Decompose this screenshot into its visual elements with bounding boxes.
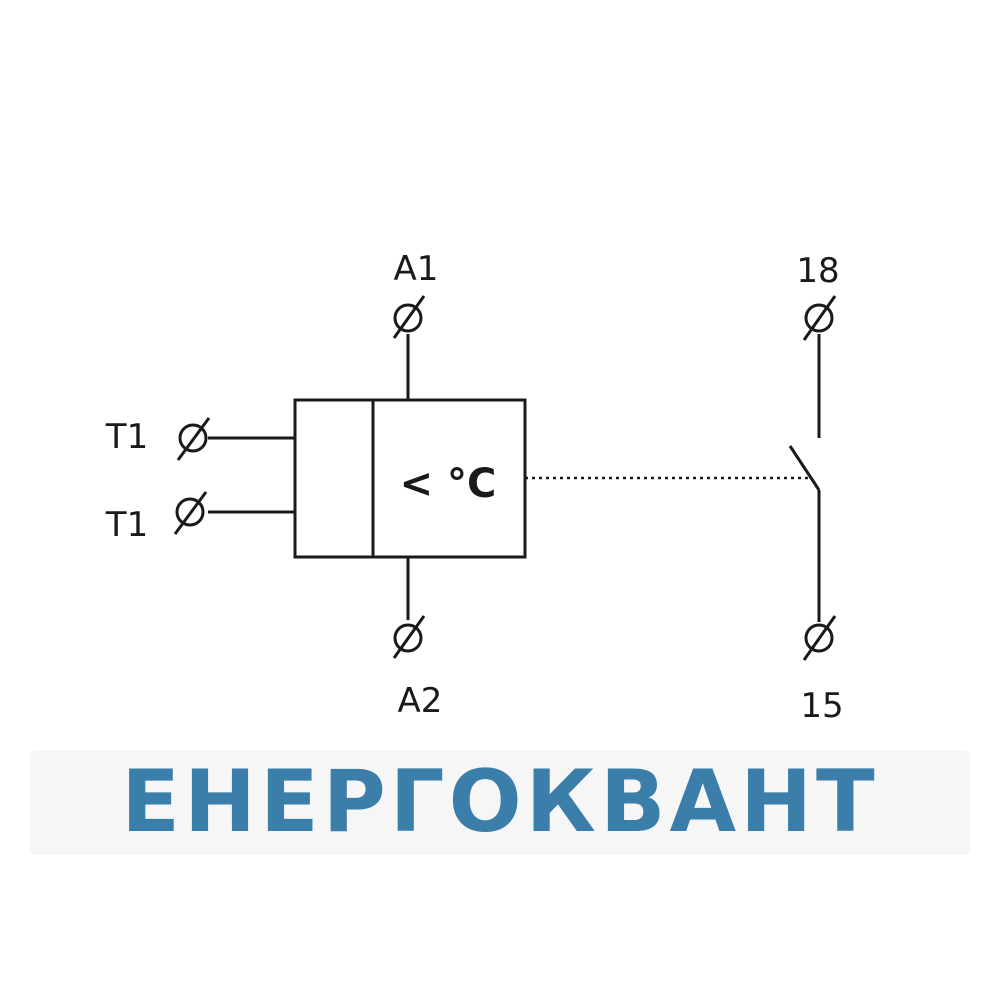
relay-body [293,398,527,559]
t1-top-label: T1 [105,417,148,457]
contact-18-terminal-icon [802,295,837,341]
function-symbol: < °C [400,461,497,507]
switch-blade [788,445,821,491]
brand-logo: ЕНЕРГОКВАНТ [121,752,879,852]
contact-18-label: 18 [796,251,839,291]
a2-terminal-icon [392,615,426,659]
logo-banner [30,750,970,855]
a1-terminal-icon [392,295,426,339]
contact-15-label: 15 [800,686,843,726]
t1-bottom-terminal-icon [173,491,208,535]
a2-label: A2 [398,681,443,721]
a1-label: A1 [394,249,439,289]
t1-bottom-label: T1 [105,505,148,545]
t1-top-terminal-icon [176,417,211,461]
contact-15-terminal-icon [802,615,837,661]
